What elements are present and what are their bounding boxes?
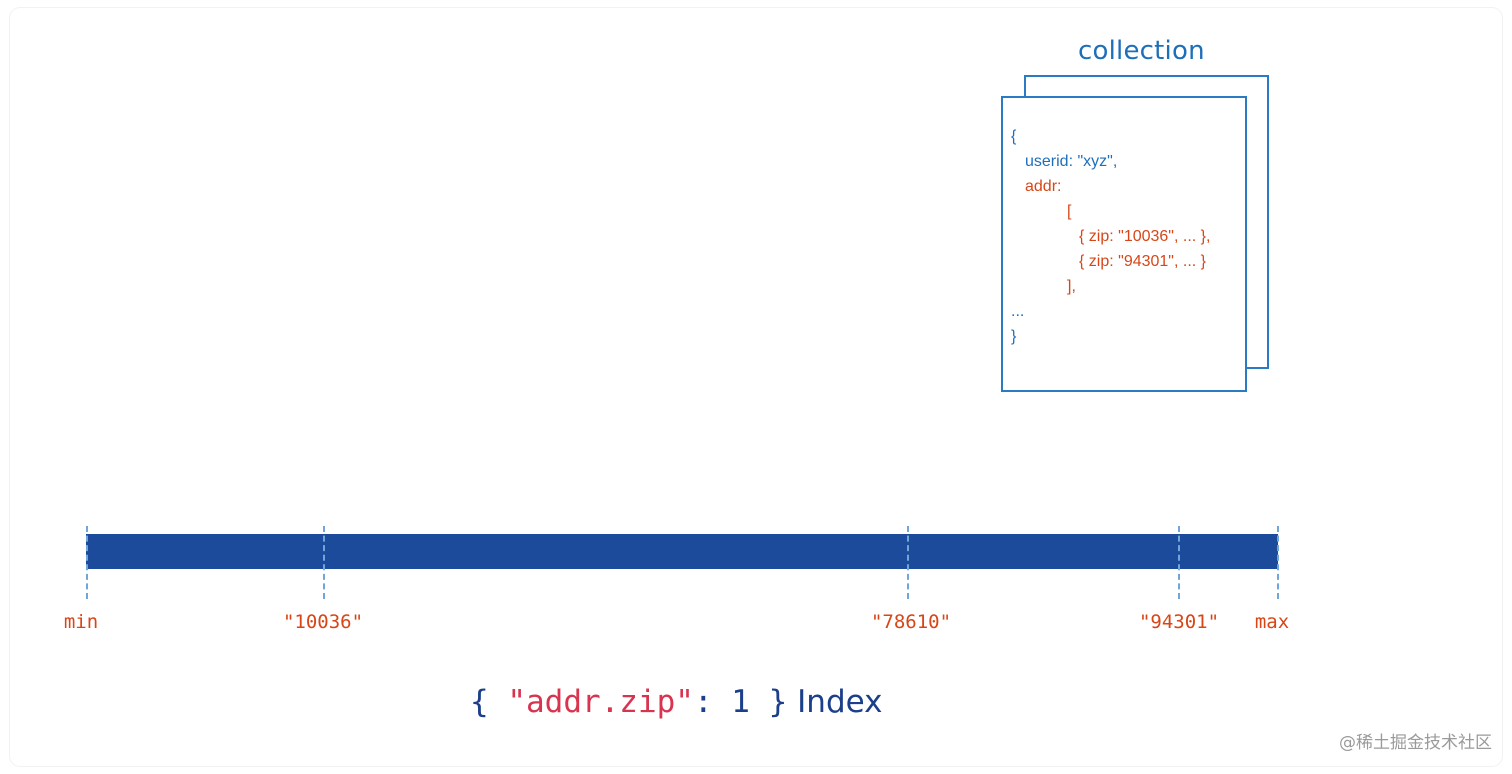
- caption-separator: : 1: [693, 684, 769, 720]
- tick-78610: [907, 526, 909, 599]
- document-line: { zip: "10036", ... },: [1079, 228, 1211, 245]
- caption-index-word: Index: [787, 684, 883, 720]
- document-content: { userid: "xyz", addr: [ { zip: "10036", ...…: [1011, 124, 1210, 349]
- tick-label-max: max: [1254, 611, 1290, 633]
- caption-open-brace: {: [470, 684, 508, 720]
- caption-close-brace: }: [768, 684, 788, 720]
- tick-min: [86, 526, 88, 599]
- document-line: userid: "xyz",: [1025, 153, 1118, 170]
- document-line: addr:: [1025, 178, 1062, 195]
- tick-max: [1277, 526, 1279, 599]
- tick-label-94301: "94301": [1138, 611, 1220, 633]
- watermark: @稀土掘金技术社区: [1339, 733, 1492, 753]
- index-bar: [86, 534, 1278, 569]
- document-line: ...: [1011, 303, 1025, 320]
- diagram-canvas: [10, 8, 1502, 766]
- tick-label-78610: "78610": [870, 611, 952, 633]
- document-line: [: [1067, 203, 1072, 220]
- tick-94301: [1178, 526, 1180, 599]
- tick-label-min: min: [63, 611, 99, 633]
- tick-10036: [323, 526, 325, 599]
- document-line: ],: [1067, 278, 1076, 295]
- caption-field: "addr.zip": [507, 684, 694, 720]
- document-line: }: [1011, 328, 1017, 345]
- tick-label-10036: "10036": [282, 611, 364, 633]
- document-line: { zip: "94301", ... }: [1079, 253, 1206, 270]
- document-line: {: [1011, 128, 1017, 145]
- collection-title: collection: [1078, 36, 1205, 66]
- index-caption: { "addr.zip": 1 } Index: [470, 680, 883, 729]
- document-front-card: [1001, 96, 1247, 392]
